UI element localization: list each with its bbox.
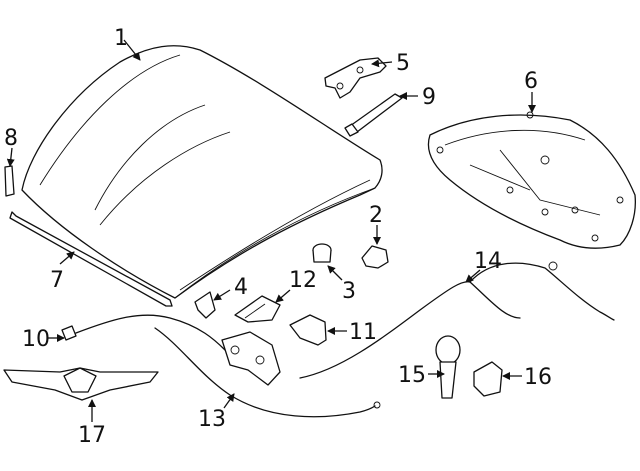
hood-bumper [361, 245, 389, 269]
callout-4: 4 [234, 275, 248, 300]
striker-bracket [289, 314, 327, 346]
callout-3: 3 [342, 279, 356, 304]
callout-6: 6 [524, 69, 538, 94]
callout-5: 5 [396, 51, 410, 76]
hood-latch [221, 331, 281, 386]
callout-8: 8 [4, 126, 18, 151]
hood-insulator [427, 111, 636, 249]
hood-buffer [312, 243, 332, 263]
callout-1: 1 [114, 26, 128, 51]
cable-connector [473, 361, 503, 397]
hood-weatherstrip [9, 211, 173, 307]
secondary-cable [299, 261, 615, 379]
lock-support [234, 295, 281, 323]
callout-14: 14 [474, 249, 502, 274]
lock-bracket [194, 291, 216, 319]
hood-hinge [324, 57, 387, 99]
hood-side-seal [4, 165, 15, 197]
callout-10: 10 [22, 327, 50, 352]
lift-support-strut [344, 93, 403, 137]
callout-9: 9 [422, 85, 436, 110]
callout-7: 7 [50, 268, 64, 293]
callout-17: 17 [78, 423, 106, 448]
hood-emblem [3, 367, 159, 401]
callout-12: 12 [289, 268, 317, 293]
callout-13: 13 [198, 407, 226, 432]
callout-15: 15 [398, 363, 426, 388]
hood-panel [21, 45, 383, 299]
callout-2: 2 [369, 203, 383, 228]
callout-16: 16 [524, 365, 552, 390]
release-handle [435, 335, 461, 399]
callout-11: 11 [349, 320, 377, 345]
